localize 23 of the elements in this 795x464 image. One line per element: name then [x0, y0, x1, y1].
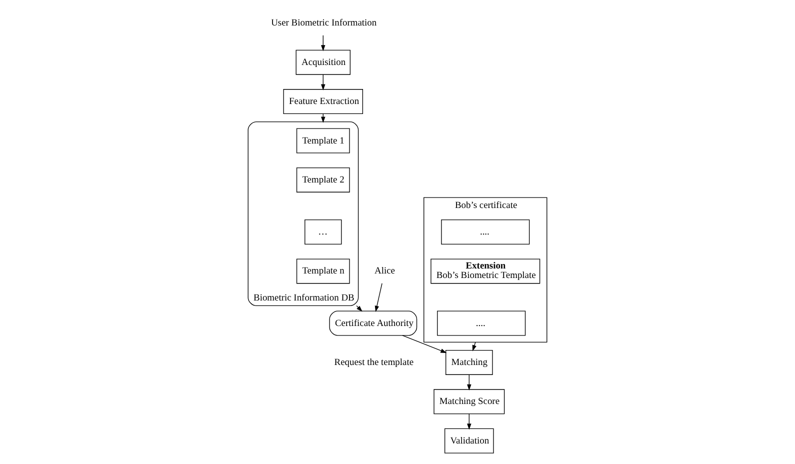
arrow — [321, 35, 326, 52]
node-text: User Biometric Information — [271, 18, 377, 29]
arrow — [472, 342, 476, 352]
node-box: … — [304, 220, 342, 244]
node-box: Template n — [296, 258, 350, 284]
node-box: .... — [437, 310, 526, 336]
arrow — [321, 74, 326, 90]
node-box: Matching Score — [434, 389, 505, 414]
node-box: Template 2 — [296, 167, 350, 192]
node-box: Acquisition — [296, 50, 351, 75]
node-box: Template 1 — [296, 128, 350, 154]
arrow — [374, 283, 382, 312]
node-box: .... — [441, 220, 530, 244]
node-box: Validation — [444, 428, 494, 454]
label: Request the template — [334, 358, 414, 368]
node-box: Feature Extraction — [283, 89, 364, 114]
arrow — [402, 335, 447, 353]
arrow — [467, 374, 472, 391]
node-box: Matching — [446, 350, 493, 375]
arrow — [467, 414, 472, 430]
node-text: Alice — [374, 266, 395, 277]
node-box: Extension Bob’s Biometric Template — [430, 258, 540, 284]
node-box: Certificate Authority — [329, 310, 418, 336]
